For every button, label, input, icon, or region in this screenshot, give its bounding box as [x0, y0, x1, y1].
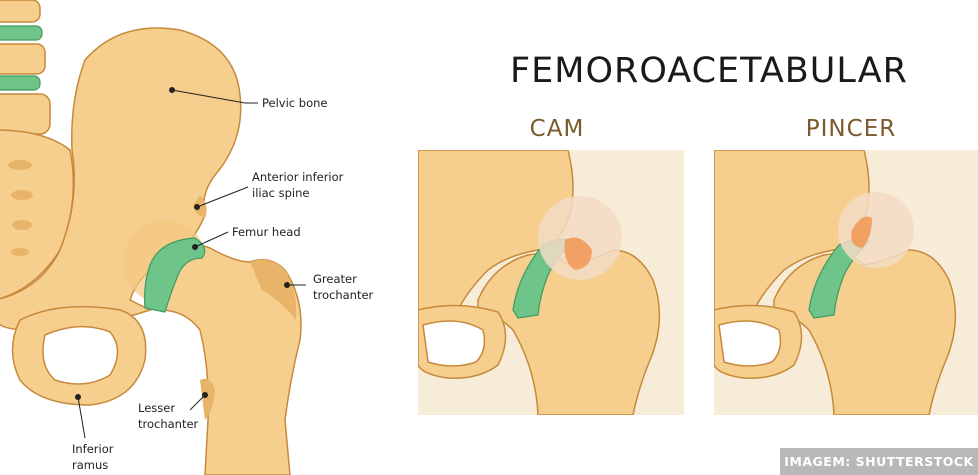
femur	[159, 242, 302, 475]
label-lesser-line1: Lesser	[138, 401, 175, 415]
lesser-trochanter	[200, 378, 215, 420]
label-femur-head: Femur head	[232, 225, 301, 239]
label-greater-line2: trochanter	[313, 288, 374, 302]
obturator-foramen	[42, 325, 119, 385]
pincer-panel	[714, 150, 978, 415]
label-inferior-line2: ramus	[72, 458, 108, 472]
panel-title-cam: CAM	[530, 116, 585, 142]
femur-head-cartilage	[143, 237, 206, 313]
credit-background	[780, 448, 978, 475]
label-pelvic-bone: Pelvic bone	[262, 96, 327, 110]
panel-title-pincer: PINCER	[806, 116, 896, 142]
label-aiis-line1: Anterior inferior	[252, 170, 344, 184]
sacral-foramina	[8, 160, 33, 256]
pincer-acetabulum-highlight	[838, 192, 914, 268]
main-anatomy-illustration	[0, 0, 302, 475]
label-inferior-line1: Inferior	[72, 442, 114, 456]
spine	[0, 0, 51, 135]
cam-panel	[418, 150, 684, 415]
label-greater-line1: Greater	[313, 272, 357, 286]
cam-acetabulum-highlight	[538, 196, 622, 280]
label-aiis-line2: iliac spine	[252, 186, 309, 200]
cam-lesion	[564, 237, 592, 270]
pincer-lesion	[851, 216, 872, 248]
label-lesser-line2: trochanter	[138, 417, 199, 431]
diagram-title: FEMOROACETABULAR	[510, 51, 908, 91]
image-credit: IMAGEM: SHUTTERSTOCK	[784, 454, 974, 469]
greater-trochanter	[250, 259, 297, 320]
annotation-leaders	[75, 87, 306, 439]
